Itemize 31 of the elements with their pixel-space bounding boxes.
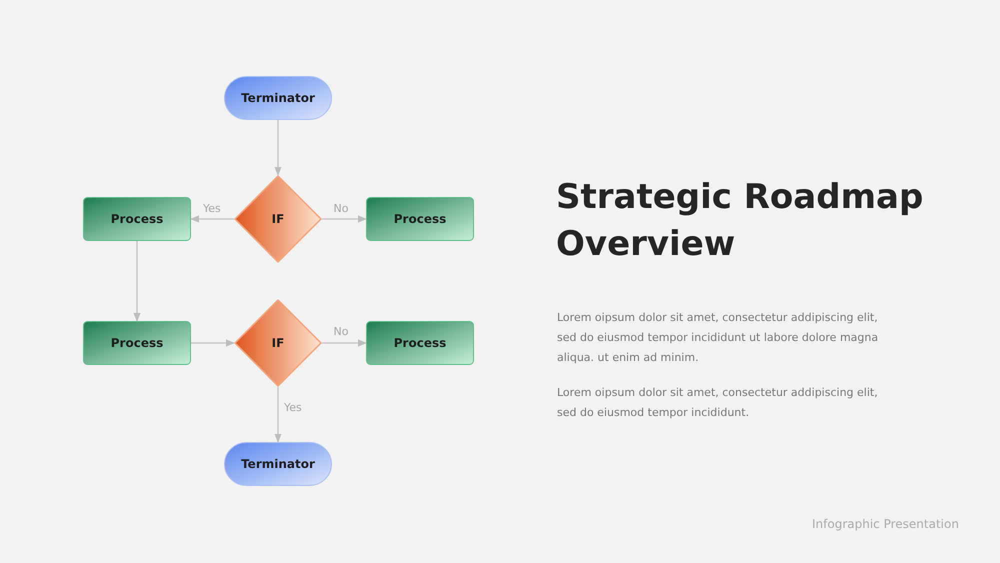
- arrow: [133, 241, 141, 322]
- decision-diamond: [234, 175, 322, 263]
- node-label: Process: [394, 336, 446, 350]
- arrow: [191, 339, 235, 347]
- terminator-shape: [224, 76, 332, 120]
- arrow: [322, 215, 367, 223]
- process-box: [366, 321, 474, 365]
- body-paragraph: Lorem oipsum dolor sit amet, consectetur addipiscing elit, sed do eiusmod tempor incididunt ut labore dolore magna aliqua. ut enim ad minim.: [557, 310, 880, 366]
- process-box: [83, 197, 191, 241]
- node-label: Terminator: [241, 91, 315, 105]
- edge-label: No: [334, 324, 348, 338]
- arrow: [322, 339, 367, 347]
- edge-label: No: [334, 202, 348, 214]
- arrow: [190, 215, 234, 223]
- node-label: Process: [110, 212, 164, 226]
- decision-diamond: [234, 299, 322, 387]
- edge-label: Yes: [203, 202, 221, 214]
- body-paragraph: Lorem oipsum dolor sit amet, consectetur addipiscing elit, sed do eiusmod tempor incididunt.: [557, 385, 879, 421]
- footer-text: Infographic Presentation: [812, 517, 959, 531]
- node-label: Process: [110, 336, 164, 350]
- arrow: [274, 120, 282, 176]
- terminator-shape: [224, 442, 332, 486]
- process-box: [366, 197, 474, 241]
- arrow: [274, 387, 282, 443]
- process-box: [83, 321, 191, 365]
- edge-label: Yes: [284, 400, 302, 414]
- title: Strategic Roadmap Overview: [556, 176, 924, 266]
- node-label: Terminator: [241, 457, 315, 471]
- node-label: Process: [394, 212, 446, 226]
- node-label: IF: [272, 336, 284, 350]
- node-label: IF: [272, 212, 284, 226]
